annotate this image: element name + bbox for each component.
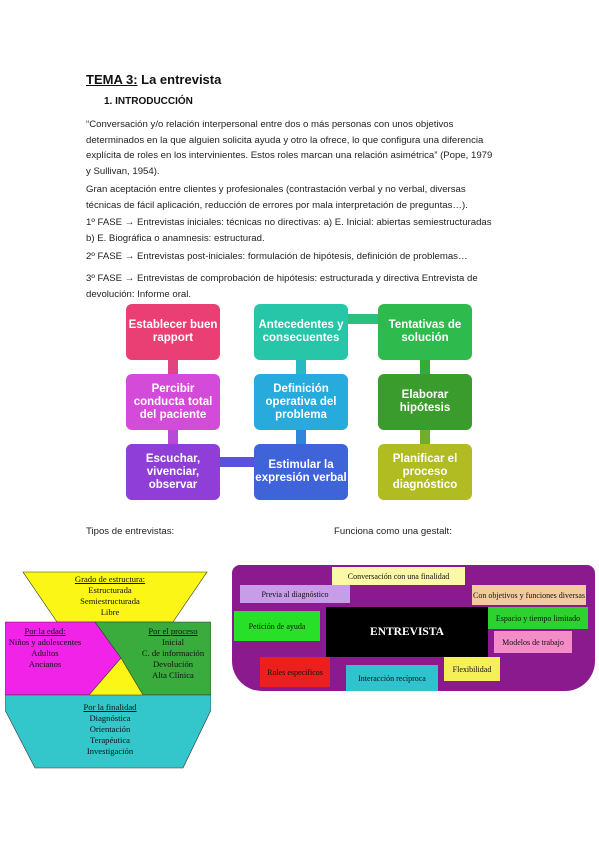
paragraph-phase-1: 1º FASE → Entrevistas iniciales: técnica… bbox=[86, 215, 526, 246]
title-rest: La entrevista bbox=[137, 72, 222, 87]
gestalt-interaccion: Interacción recíproca bbox=[346, 665, 438, 691]
flow-step-tentativas: Tentativas de solución bbox=[378, 304, 472, 360]
gestalt-previa: Previa al diagnóstico bbox=[240, 585, 350, 603]
estructura-item: Libre bbox=[100, 607, 120, 617]
types-estructura: Grado de estructura: Estructurada Semies… bbox=[45, 574, 175, 618]
types-finalidad: Por la finalidad Diagnóstica Orientación… bbox=[55, 702, 165, 757]
gestalt-conversacion: Conversación con una finalidad bbox=[332, 567, 465, 585]
proceso-item: Devolución bbox=[152, 659, 194, 669]
edad-item: Niños y adolescentes bbox=[8, 637, 82, 647]
section-heading: 1. INTRODUCCIÓN bbox=[104, 96, 193, 107]
text-line: b) E. Biográfica o anamnesis: estructura… bbox=[86, 232, 265, 244]
connector bbox=[296, 356, 306, 378]
connector bbox=[218, 457, 254, 467]
flow-step-conducta: Percibir conducta total del paciente bbox=[126, 374, 220, 430]
proceso-item: Alta Clínica bbox=[152, 670, 194, 680]
title-prefix: TEMA 3: bbox=[86, 72, 138, 87]
flow-step-antecedentes: Antecedentes y consecuentes bbox=[254, 304, 348, 360]
flow-step-definicion: Definición operativa del problema bbox=[254, 374, 348, 430]
finalidad-item: Diagnóstica bbox=[89, 713, 131, 723]
finalidad-item: Orientación bbox=[89, 724, 131, 734]
types-proceso: Por el proceso Inicial C. de información… bbox=[135, 626, 211, 681]
gestalt-diagram: Conversación con una finalidad Previa al… bbox=[232, 565, 595, 693]
caption-gestalt: Funciona como una gestalt: bbox=[334, 526, 452, 537]
text-line: determinados en la que alguien solicita … bbox=[86, 134, 484, 146]
connector bbox=[420, 356, 430, 378]
text-line: técnicas de fácil aplicación, reducción … bbox=[86, 199, 468, 211]
edad-title: Por la edad: bbox=[24, 626, 66, 636]
gestalt-center: ENTREVISTA bbox=[326, 607, 488, 657]
connector bbox=[296, 430, 306, 448]
paragraph-acceptance: Gran aceptación entre clientes y profesi… bbox=[86, 182, 526, 213]
edad-item: Ancianos bbox=[28, 659, 62, 669]
gestalt-peticion: Petición de ayuda bbox=[234, 611, 320, 641]
text-line: explícita de roles en los intervinientes… bbox=[86, 150, 493, 161]
text-line: “Conversación y/o relación interpersonal… bbox=[86, 119, 454, 130]
edad-item: Adultos bbox=[31, 648, 59, 658]
paragraph-definition: “Conversación y/o relación interpersonal… bbox=[86, 117, 526, 179]
connector bbox=[168, 430, 178, 448]
connector bbox=[168, 356, 178, 378]
paragraph-phase-2: 2º FASE → Entrevistas post-iniciales: fo… bbox=[86, 249, 526, 265]
flow-step-escuchar: Escuchar, vivenciar, observar bbox=[126, 444, 220, 500]
flow-step-rapport: Establecer buen rapport bbox=[126, 304, 220, 360]
finalidad-item: Terapéutica bbox=[90, 735, 130, 745]
flow-step-hipotesis: Elaborar hipótesis bbox=[378, 374, 472, 430]
flow-step-estimular: Estimular la expresión verbal bbox=[254, 444, 348, 500]
types-edad: Por la edad: Niños y adolescentes Adulto… bbox=[5, 626, 85, 670]
text-line: Gran aceptación entre clientes y profesi… bbox=[86, 184, 466, 195]
gestalt-modelos: Modelos de trabajo bbox=[494, 631, 572, 653]
types-shapes bbox=[5, 571, 211, 769]
paragraph-phase-3: 3º FASE → Entrevistas de comprobación de… bbox=[86, 271, 526, 302]
proceso-title: Por el proceso bbox=[148, 626, 198, 636]
finalidad-item: Investigación bbox=[86, 746, 134, 756]
flow-step-planificar: Planificar el proceso diagnóstico bbox=[378, 444, 472, 500]
gestalt-roles: Roles específicos bbox=[260, 657, 330, 687]
text-line: 2º FASE → Entrevistas post-iniciales: fo… bbox=[86, 251, 468, 262]
text-line: devolución: Informe oral. bbox=[86, 288, 192, 300]
caption-tipos: Tipos de entrevistas: bbox=[86, 526, 175, 537]
proceso-item: C. de información bbox=[141, 648, 205, 658]
text-line: y Sullivan, 1954). bbox=[86, 165, 160, 177]
text-line: 1º FASE → Entrevistas iniciales: técnica… bbox=[86, 217, 492, 228]
estructura-title: Grado de estructura: bbox=[74, 574, 146, 584]
connector bbox=[346, 314, 380, 324]
estructura-item: Estructurada bbox=[88, 585, 132, 595]
process-flowchart: Establecer buen rapport Percibir conduct… bbox=[126, 302, 472, 502]
text-line: 3º FASE → Entrevistas de comprobación de… bbox=[86, 273, 478, 284]
gestalt-espacio: Espacio y tiempo limitado bbox=[488, 607, 588, 629]
gestalt-flexibilidad: Flexibilidad bbox=[444, 657, 500, 681]
interview-types-diagram: Grado de estructura: Estructurada Semies… bbox=[5, 570, 211, 770]
proceso-item: Inicial bbox=[162, 637, 184, 647]
gestalt-objetivos: Con objetivos y funciones diversas bbox=[472, 585, 586, 605]
page-title: TEMA 3: La entrevista bbox=[86, 72, 221, 87]
connector bbox=[420, 430, 430, 448]
finalidad-title: Por la finalidad bbox=[83, 702, 137, 712]
estructura-item: Semiestructurada bbox=[80, 596, 140, 606]
